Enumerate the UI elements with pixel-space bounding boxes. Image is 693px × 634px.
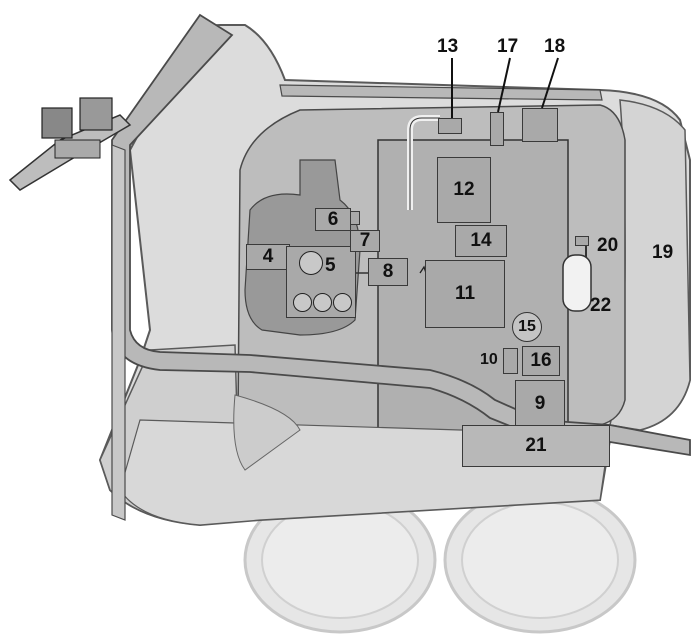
callout-10: 10 [480, 351, 498, 368]
component-13 [438, 118, 462, 134]
callout-20: 20 [597, 235, 619, 256]
callout-13: 13 [437, 36, 459, 57]
callout-7: 7 [350, 230, 380, 252]
callout-6: 6 [315, 208, 351, 231]
component-17 [490, 112, 504, 146]
callout-12: 12 [437, 157, 491, 223]
piston-circle-icon [313, 293, 332, 312]
component-18 [522, 108, 558, 142]
callout-17: 17 [497, 36, 519, 57]
component-20 [575, 236, 589, 246]
callout-14: 14 [455, 225, 507, 257]
gun-holder [8, 97, 132, 191]
handle-frame [111, 13, 691, 521]
callout-21: 21 [462, 425, 610, 467]
component-10 [503, 348, 518, 374]
callout-4: 4 [246, 244, 290, 270]
callout-16: 16 [522, 346, 560, 376]
wheels [243, 486, 637, 634]
callout-11: 11 [425, 260, 505, 328]
piston-circle-icon [333, 293, 352, 312]
callout-22: 22 [590, 295, 612, 316]
callout-9: 9 [515, 380, 565, 428]
callout-8: 8 [368, 258, 408, 286]
callout-18: 18 [544, 36, 566, 57]
callout-5: 5 [325, 255, 336, 276]
piston-circle-icon [293, 293, 312, 312]
callout-19: 19 [652, 242, 674, 263]
callout-15: 15 [512, 312, 542, 342]
pump-circle-icon [299, 251, 323, 275]
pump-box: 5 [286, 246, 356, 318]
sensor-6-tip [350, 211, 360, 225]
internal-lines [233, 115, 592, 471]
